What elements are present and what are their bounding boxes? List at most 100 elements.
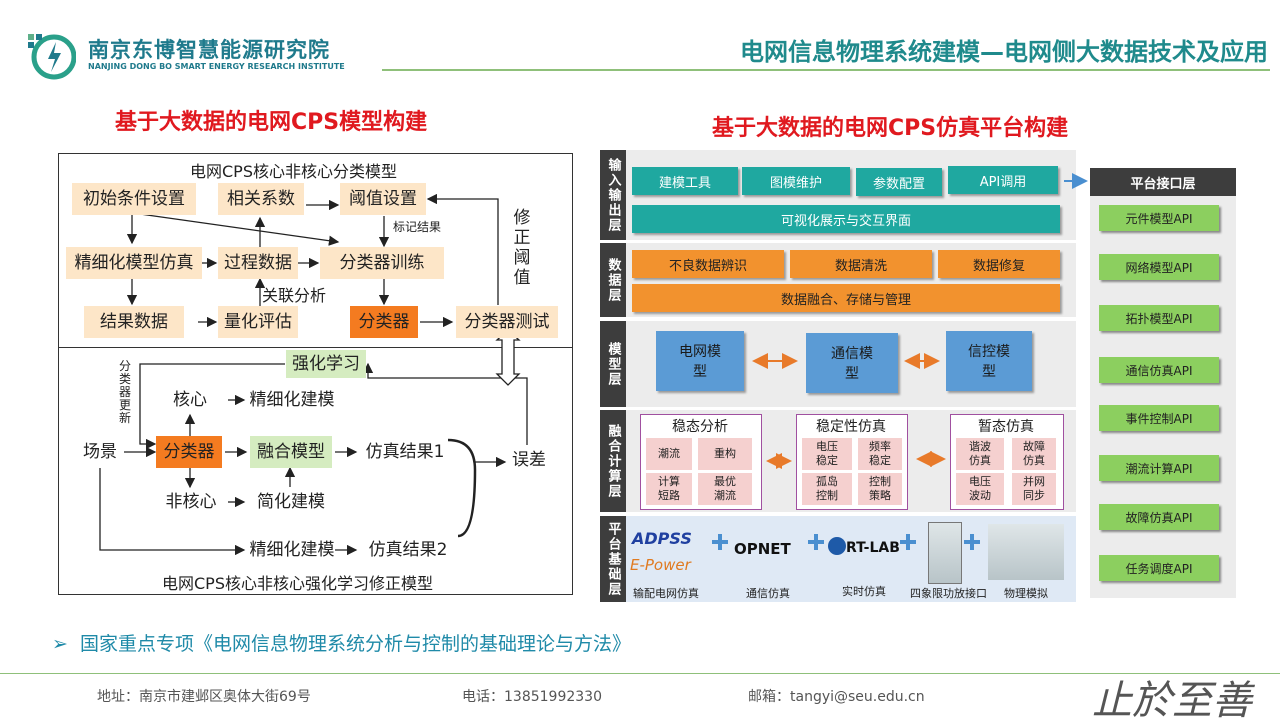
api-network-model: 网络模型API — [1099, 254, 1219, 280]
box-scene: 场景 — [83, 442, 117, 462]
io-visual-interface: 可视化展示与交互界面 — [632, 205, 1060, 233]
api-fault-sim: 故障仿真API — [1099, 504, 1219, 530]
cell-voltage-stability: 电压稳定 — [802, 438, 852, 470]
io-layer-label: 输入输出层 — [600, 150, 626, 240]
cell-grid-sync: 并网同步 — [1012, 473, 1056, 505]
transient-sim-title: 暂态仿真 — [978, 419, 1034, 435]
cell-reconfig: 重构 — [698, 438, 752, 470]
data-layer-label: 数据层 — [600, 243, 626, 317]
box-sim-result-2: 仿真结果2 — [368, 540, 448, 560]
cell-fault-sim: 故障仿真 — [1012, 438, 1056, 470]
data-cleaning: 数据清洗 — [790, 250, 932, 278]
box-fusion-model: 融合模型 — [250, 436, 332, 468]
bottom-caption: 电网CPS核心非核心强化学习修正模型 — [162, 574, 433, 593]
api-panel-header: 平台接口层 — [1090, 168, 1236, 196]
box-rl: 强化学习 — [286, 350, 366, 378]
model-layer-label: 模型层 — [600, 321, 626, 407]
box-threshold: 阈值设置 — [340, 183, 426, 215]
data-fusion-storage: 数据融合、存储与管理 — [632, 284, 1060, 312]
header-divider — [382, 69, 1270, 71]
cell-optimal-flow: 最优潮流 — [698, 473, 752, 505]
base-label-4: 四象限功放接口 — [910, 587, 987, 600]
model-control: 信控模型 — [946, 331, 1032, 391]
model-grid: 电网模型 — [656, 331, 744, 391]
data-bad-identification: 不良数据辨识 — [632, 250, 784, 278]
base-label-2: 通信仿真 — [746, 587, 790, 600]
box-fine-modeling-2: 精细化建模 — [249, 540, 335, 560]
base-layer-label: 平台基础层 — [600, 516, 626, 602]
rl-correction-model-panel — [58, 347, 573, 595]
cell-short-circuit: 计算短路 — [646, 473, 692, 505]
api-event-control: 事件控制API — [1099, 405, 1219, 431]
box-fine-model-sim: 精细化模型仿真 — [66, 247, 202, 279]
footer-email: 邮箱：tangyi@seu.edu.cn — [748, 689, 925, 705]
box-classifier-training: 分类器训练 — [320, 247, 444, 279]
box-fine-modeling: 精细化建模 — [249, 390, 335, 410]
io-api-call: API调用 — [948, 166, 1058, 194]
amplifier-cabinet-icon — [928, 522, 962, 584]
box-noncore: 非核心 — [165, 492, 217, 512]
box-quant-eval: 量化评估 — [218, 306, 298, 338]
label-fix-threshold: 修正阈值 — [513, 208, 531, 288]
project-bullet: ➢ 国家重点专项《电网信息物理系统分析与控制的基础理论与方法》 — [52, 629, 631, 656]
base-label-5: 物理模拟 — [1004, 587, 1048, 600]
cell-control-strategy: 控制策略 — [858, 473, 902, 505]
box-simplified-modeling: 简化建模 — [257, 492, 325, 512]
box-classifier-2: 分类器 — [156, 436, 222, 468]
api-topology-model: 拓扑模型API — [1099, 305, 1219, 331]
box-classifier-test: 分类器测试 — [456, 306, 558, 338]
rtlab-globe-icon — [828, 537, 846, 555]
box-process-data: 过程数据 — [218, 247, 298, 279]
steady-analysis-title: 稳态分析 — [672, 419, 728, 435]
physical-sim-photo-icon — [988, 524, 1064, 580]
box-core: 核心 — [173, 390, 207, 410]
api-comm-sim: 通信仿真API — [1099, 357, 1219, 383]
footer-divider — [0, 673, 1280, 674]
api-task-schedule: 任务调度API — [1099, 555, 1219, 581]
box-init-conditions: 初始条件设置 — [72, 183, 196, 215]
io-modeling-tool: 建模工具 — [632, 167, 738, 195]
org-name-en: NANJING DONG BO SMART ENERGY RESEARCH IN… — [88, 62, 345, 71]
compute-layer-label: 融合计算层 — [600, 410, 626, 512]
label-correlation-analysis: 关联分析 — [262, 286, 327, 305]
label-classifier-update: 分类器更新 — [118, 359, 131, 425]
base-label-1: 输配电网仿真 — [633, 587, 699, 600]
stability-sim-title: 稳定性仿真 — [816, 419, 886, 435]
logo-opnet: OPNET — [734, 540, 791, 558]
footer-address: 地址：南京市建邺区奥体大街69号 — [97, 689, 311, 705]
motto-calligraphy: 止於至善 — [1092, 678, 1252, 724]
cell-freq-stability: 频率稳定 — [858, 438, 902, 470]
label-mark-result: 标记结果 — [393, 220, 442, 234]
top-caption: 电网CPS核心非核心分类模型 — [190, 162, 397, 181]
left-section-title: 基于大数据的电网CPS模型构建 — [115, 110, 428, 135]
cell-harmonic-sim: 谐波仿真 — [956, 438, 1004, 470]
io-param-config: 参数配置 — [856, 168, 942, 196]
model-comm: 通信模型 — [806, 333, 898, 393]
cell-voltage-fluct: 电压波动 — [956, 473, 1004, 505]
bullet-arrow-icon: ➢ — [52, 633, 80, 655]
project-text: 国家重点专项《电网信息物理系统分析与控制的基础理论与方法》 — [80, 633, 632, 655]
api-power-flow: 潮流计算API — [1099, 455, 1219, 481]
footer-phone: 电话：13851992330 — [462, 689, 602, 705]
cell-power-flow: 潮流 — [646, 438, 692, 470]
logo-adpss: ADPSS — [632, 529, 692, 548]
data-repair: 数据修复 — [938, 250, 1060, 278]
api-component-model: 元件模型API — [1099, 205, 1219, 231]
base-label-3: 实时仿真 — [842, 585, 886, 598]
org-name-cn: 南京东博智慧能源研究院 — [88, 38, 330, 62]
right-section-title: 基于大数据的电网CPS仿真平台构建 — [712, 116, 1069, 141]
institute-logo-icon — [28, 34, 76, 80]
io-graph-maintenance: 图模维护 — [742, 167, 850, 195]
box-result-data: 结果数据 — [84, 306, 184, 338]
logo-rtlab: RT-LAB — [846, 540, 900, 556]
api-panel — [1090, 168, 1236, 598]
box-error: 误差 — [512, 450, 546, 470]
logo-epower: E-Power — [630, 556, 691, 574]
box-correlation: 相关系数 — [218, 183, 304, 215]
page-title: 电网信息物理系统建模—电网侧大数据技术及应用 — [740, 38, 1268, 66]
cell-island-control: 孤岛控制 — [802, 473, 852, 505]
box-sim-result-1: 仿真结果1 — [365, 442, 445, 462]
box-classifier: 分类器 — [350, 306, 418, 338]
